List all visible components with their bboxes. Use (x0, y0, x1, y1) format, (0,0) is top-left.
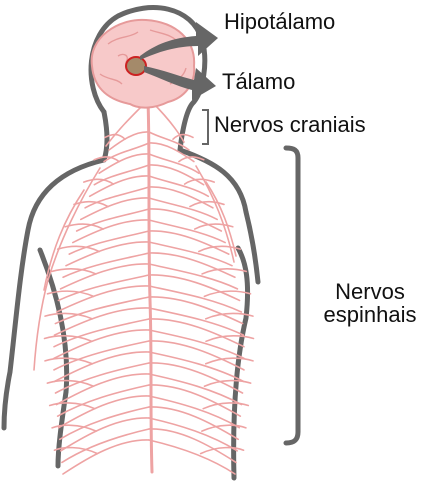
spinal-nerve-left (85, 187, 149, 208)
right-torso-outline (234, 248, 248, 478)
spinal-nerves-label-line2: espinhais (318, 303, 422, 326)
spinal-nerve-left (63, 440, 149, 474)
spinal-nerve-right (149, 440, 235, 474)
thalamus (126, 57, 146, 75)
spinal-nerve-right (149, 286, 241, 312)
spinal-nerve-left (60, 407, 149, 439)
spinal-nerve-right (149, 385, 240, 416)
nerve-network (34, 100, 254, 474)
spinal-nerve-right (149, 308, 244, 335)
spinal-nerve-left (57, 374, 149, 405)
spinal-nerve-left (59, 396, 149, 428)
cranial-nerves-label: Nervos craniais (214, 113, 366, 136)
spinal-nerve-left (94, 165, 149, 185)
spinal-nerve-right (149, 209, 221, 231)
spinal-nerve-right (149, 429, 236, 462)
spinal-nerve-left (54, 319, 149, 347)
spinal-nerve-left (62, 429, 149, 462)
spinal-nerve-left (61, 418, 149, 451)
spinal-nerve-right (149, 363, 243, 393)
spinal-nerve-right (149, 396, 239, 428)
thalamus-label: Tálamo (222, 70, 295, 93)
spinal-nerve-left (58, 275, 149, 300)
spinal-nerve-right (149, 187, 213, 208)
spinal-nerve-right (149, 264, 237, 289)
spinal-nerves-label: Nervos espinhais (318, 280, 422, 326)
spinal-nerve-left (55, 297, 149, 324)
spinal-nerve-right (149, 330, 244, 358)
cranial-nerve (106, 102, 146, 146)
spinal-nerve-right (149, 418, 237, 451)
cranial-nerves-bracket (202, 110, 208, 144)
nerve-branch-left (50, 403, 95, 409)
hypothalamus-label: Hipotálamo (224, 10, 335, 33)
spinal-nerve-right (149, 165, 204, 185)
spinal-nerve-right (149, 407, 238, 439)
spinal-nerves-label-line1: Nervos (318, 280, 422, 303)
spinal-nerves-bracket (286, 148, 298, 443)
spinal-nerve-left (58, 385, 149, 416)
